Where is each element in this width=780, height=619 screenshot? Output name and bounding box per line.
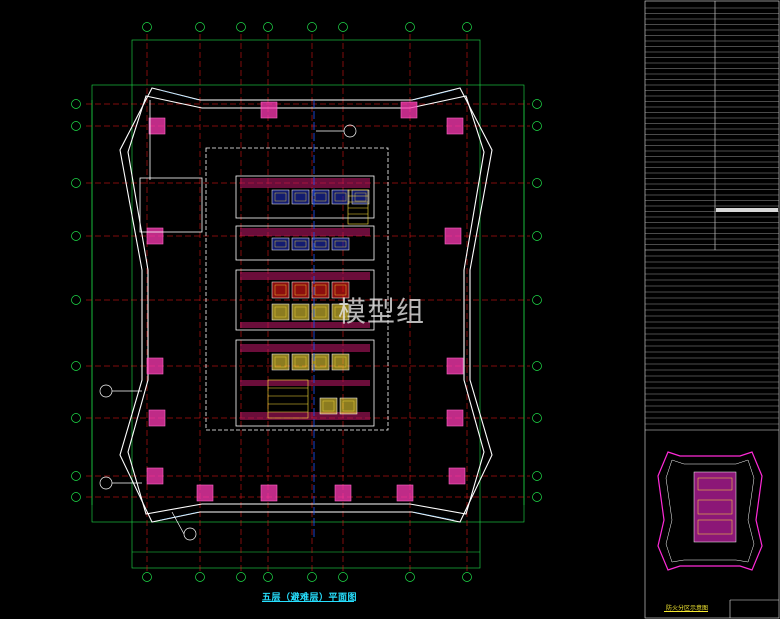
column <box>146 467 164 485</box>
column <box>196 484 214 502</box>
elevator-shaft <box>311 237 330 251</box>
column <box>396 484 414 502</box>
elevator-shaft <box>291 353 310 371</box>
elevator-shaft <box>331 303 350 321</box>
elevator-shaft <box>331 353 350 371</box>
column <box>146 357 164 375</box>
dimension-lines <box>91 39 525 569</box>
fire-zone-inset <box>657 451 763 571</box>
elevator-shaft <box>331 189 350 205</box>
drawing-title-underline <box>262 601 354 602</box>
column <box>446 117 464 135</box>
column <box>260 484 278 502</box>
elevator-shaft <box>291 189 310 205</box>
watermark: 模型组 <box>338 295 426 328</box>
elevator-shaft <box>291 281 310 299</box>
column <box>148 409 166 427</box>
elevator-shaft <box>271 281 290 299</box>
column <box>446 409 464 427</box>
elevator-shaft <box>271 303 290 321</box>
core-walls <box>139 100 389 431</box>
facade-slats <box>159 89 455 521</box>
title-block-rows <box>645 7 779 425</box>
column <box>146 227 164 245</box>
title-block <box>644 0 780 619</box>
elevator-shaft <box>271 189 290 205</box>
stair <box>267 189 369 419</box>
elevator-shaft <box>311 189 330 205</box>
drawing-title: 五层（避难层）平面图 <box>262 593 358 603</box>
elevator-shaft <box>291 237 310 251</box>
column <box>446 357 464 375</box>
elevator-shaft <box>331 281 350 299</box>
elevator-shaft <box>271 353 290 371</box>
inset-title-underline <box>664 611 708 612</box>
elevator-shaft <box>271 237 290 251</box>
title-block-highlight <box>716 208 778 212</box>
inset-title: 防火分区示意图 <box>666 605 709 612</box>
elevator-shaft <box>331 237 350 251</box>
elevator-shaft <box>311 303 330 321</box>
elevator-shaft <box>339 397 358 415</box>
core-band <box>240 178 370 420</box>
axis-bubbles <box>71 22 542 582</box>
column <box>400 101 418 119</box>
column <box>148 117 166 135</box>
elevator-shaft <box>291 303 310 321</box>
elevator-shaft <box>311 281 330 299</box>
section-markers <box>99 124 357 541</box>
column <box>448 467 466 485</box>
column <box>260 101 278 119</box>
elevator-shaft <box>311 353 330 371</box>
column <box>444 227 462 245</box>
elevator-shafts <box>271 189 370 415</box>
exterior-wall <box>119 87 493 523</box>
column <box>334 484 352 502</box>
elevator-shaft <box>319 397 338 415</box>
structural-columns <box>146 101 466 502</box>
